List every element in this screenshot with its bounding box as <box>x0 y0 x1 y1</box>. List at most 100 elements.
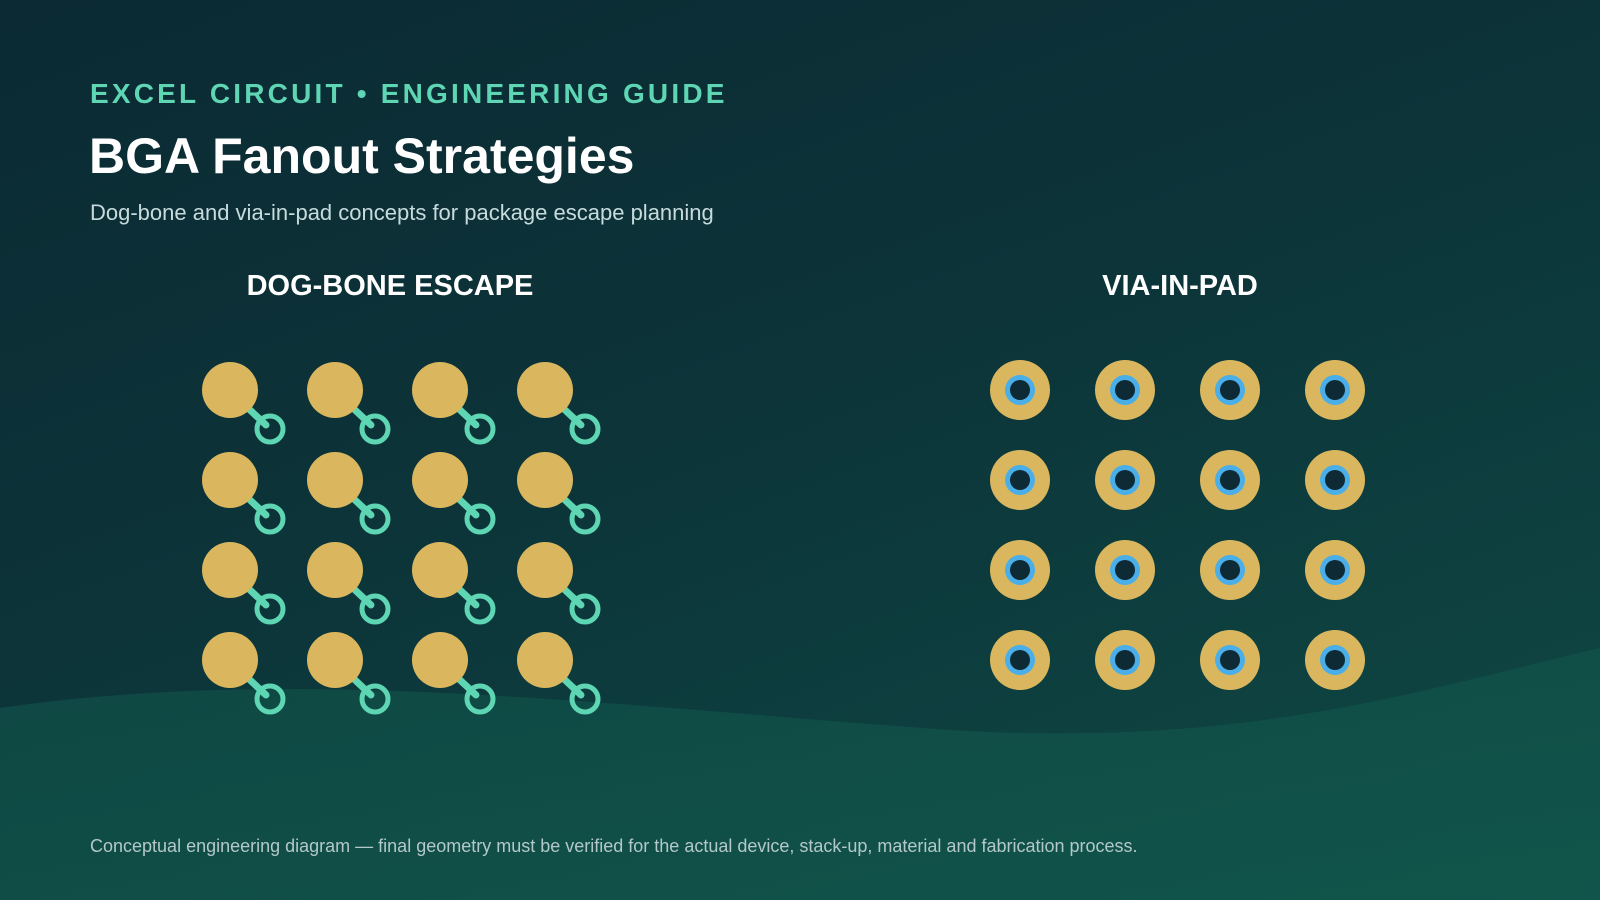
dogbone-cell <box>517 632 601 715</box>
dogbone-trace <box>456 586 480 609</box>
viainpad-cell <box>1305 360 1365 420</box>
dogbone-trace <box>561 586 585 609</box>
viainpad-cell <box>990 360 1050 420</box>
via-hole <box>1220 470 1240 490</box>
eyebrow-label: EXCEL CIRCUIT • ENGINEERING GUIDE <box>90 78 728 109</box>
dogbone-cell <box>202 362 286 445</box>
viainpad-cell <box>1095 450 1155 510</box>
viainpad-cell <box>990 450 1050 510</box>
footnote: Conceptual engineering diagram — final g… <box>90 836 1138 856</box>
viainpad-cell <box>1200 630 1260 690</box>
viainpad-panel-title: VIA-IN-PAD <box>1102 270 1258 302</box>
viainpad-cell <box>1200 360 1260 420</box>
bga-pad <box>202 452 258 508</box>
escape-via <box>254 413 286 445</box>
via-hole <box>1220 560 1240 580</box>
bga-pad <box>412 542 468 598</box>
escape-via <box>254 503 286 535</box>
viainpad-cell <box>1200 540 1260 600</box>
via-hole <box>1115 470 1135 490</box>
viainpad-cell <box>1305 630 1365 690</box>
bga-pad <box>307 632 363 688</box>
bga-pad <box>307 452 363 508</box>
escape-via <box>359 413 391 445</box>
via-hole <box>1115 560 1135 580</box>
escape-via <box>464 413 496 445</box>
dogbone-trace <box>351 676 375 699</box>
via-hole <box>1325 380 1345 400</box>
escape-via <box>464 503 496 535</box>
dogbone-cell <box>517 542 601 625</box>
dogbone-cell <box>517 452 601 535</box>
dogbone-trace <box>456 676 480 699</box>
viainpad-cell <box>990 540 1050 600</box>
dogbone-cell <box>307 452 391 535</box>
bga-pad <box>517 452 573 508</box>
bga-pad <box>202 632 258 688</box>
dogbone-cell <box>202 542 286 625</box>
dogbone-trace <box>351 586 375 609</box>
viainpad-cell <box>1095 540 1155 600</box>
dogbone-cell <box>202 632 286 715</box>
dogbone-trace <box>246 496 270 519</box>
dogbone-trace <box>246 406 270 429</box>
dogbone-trace <box>456 496 480 519</box>
escape-via <box>569 683 601 715</box>
dogbone-cell <box>412 542 496 625</box>
bga-pad <box>412 362 468 418</box>
escape-via <box>464 593 496 625</box>
dogbone-trace <box>561 496 585 519</box>
viainpad-cell <box>1095 360 1155 420</box>
dogbone-trace <box>561 676 585 699</box>
bga-pad <box>307 362 363 418</box>
escape-via <box>569 413 601 445</box>
page-subtitle: Dog-bone and via-in-pad concepts for pac… <box>90 200 714 225</box>
viainpad-cell <box>1200 450 1260 510</box>
viainpad-cell <box>1305 450 1365 510</box>
dogbone-cell <box>412 362 496 445</box>
via-hole <box>1010 380 1030 400</box>
via-hole <box>1325 560 1345 580</box>
escape-via <box>569 593 601 625</box>
dogbone-cell <box>517 362 601 445</box>
escape-via <box>254 593 286 625</box>
bga-pad <box>517 362 573 418</box>
escape-via <box>464 683 496 715</box>
escape-via <box>569 503 601 535</box>
dogbone-cell <box>307 542 391 625</box>
dogbone-panel-title: DOG-BONE ESCAPE <box>246 270 534 302</box>
viainpad-grid <box>990 360 1365 690</box>
viainpad-cell <box>1305 540 1365 600</box>
viainpad-cell <box>990 630 1050 690</box>
escape-via <box>359 683 391 715</box>
dogbone-trace <box>561 406 585 429</box>
via-hole <box>1115 650 1135 670</box>
dogbone-trace <box>351 496 375 519</box>
via-hole <box>1010 650 1030 670</box>
bga-pad <box>412 452 468 508</box>
via-hole <box>1220 380 1240 400</box>
dogbone-trace <box>246 586 270 609</box>
via-hole <box>1325 470 1345 490</box>
via-hole <box>1010 470 1030 490</box>
via-hole <box>1325 650 1345 670</box>
dogbone-trace <box>351 406 375 429</box>
dogbone-cell <box>412 632 496 715</box>
bga-pad <box>517 542 573 598</box>
bga-pad <box>307 542 363 598</box>
bga-pad <box>517 632 573 688</box>
dogbone-cell <box>202 452 286 535</box>
dogbone-trace <box>456 406 480 429</box>
dogbone-trace <box>246 676 270 699</box>
escape-via <box>254 683 286 715</box>
escape-via <box>359 593 391 625</box>
dogbone-cell <box>412 452 496 535</box>
page-title: BGA Fanout Strategies <box>89 128 635 184</box>
via-hole <box>1220 650 1240 670</box>
dogbone-cell <box>307 632 391 715</box>
dogbone-cell <box>307 362 391 445</box>
escape-via <box>359 503 391 535</box>
via-hole <box>1115 380 1135 400</box>
